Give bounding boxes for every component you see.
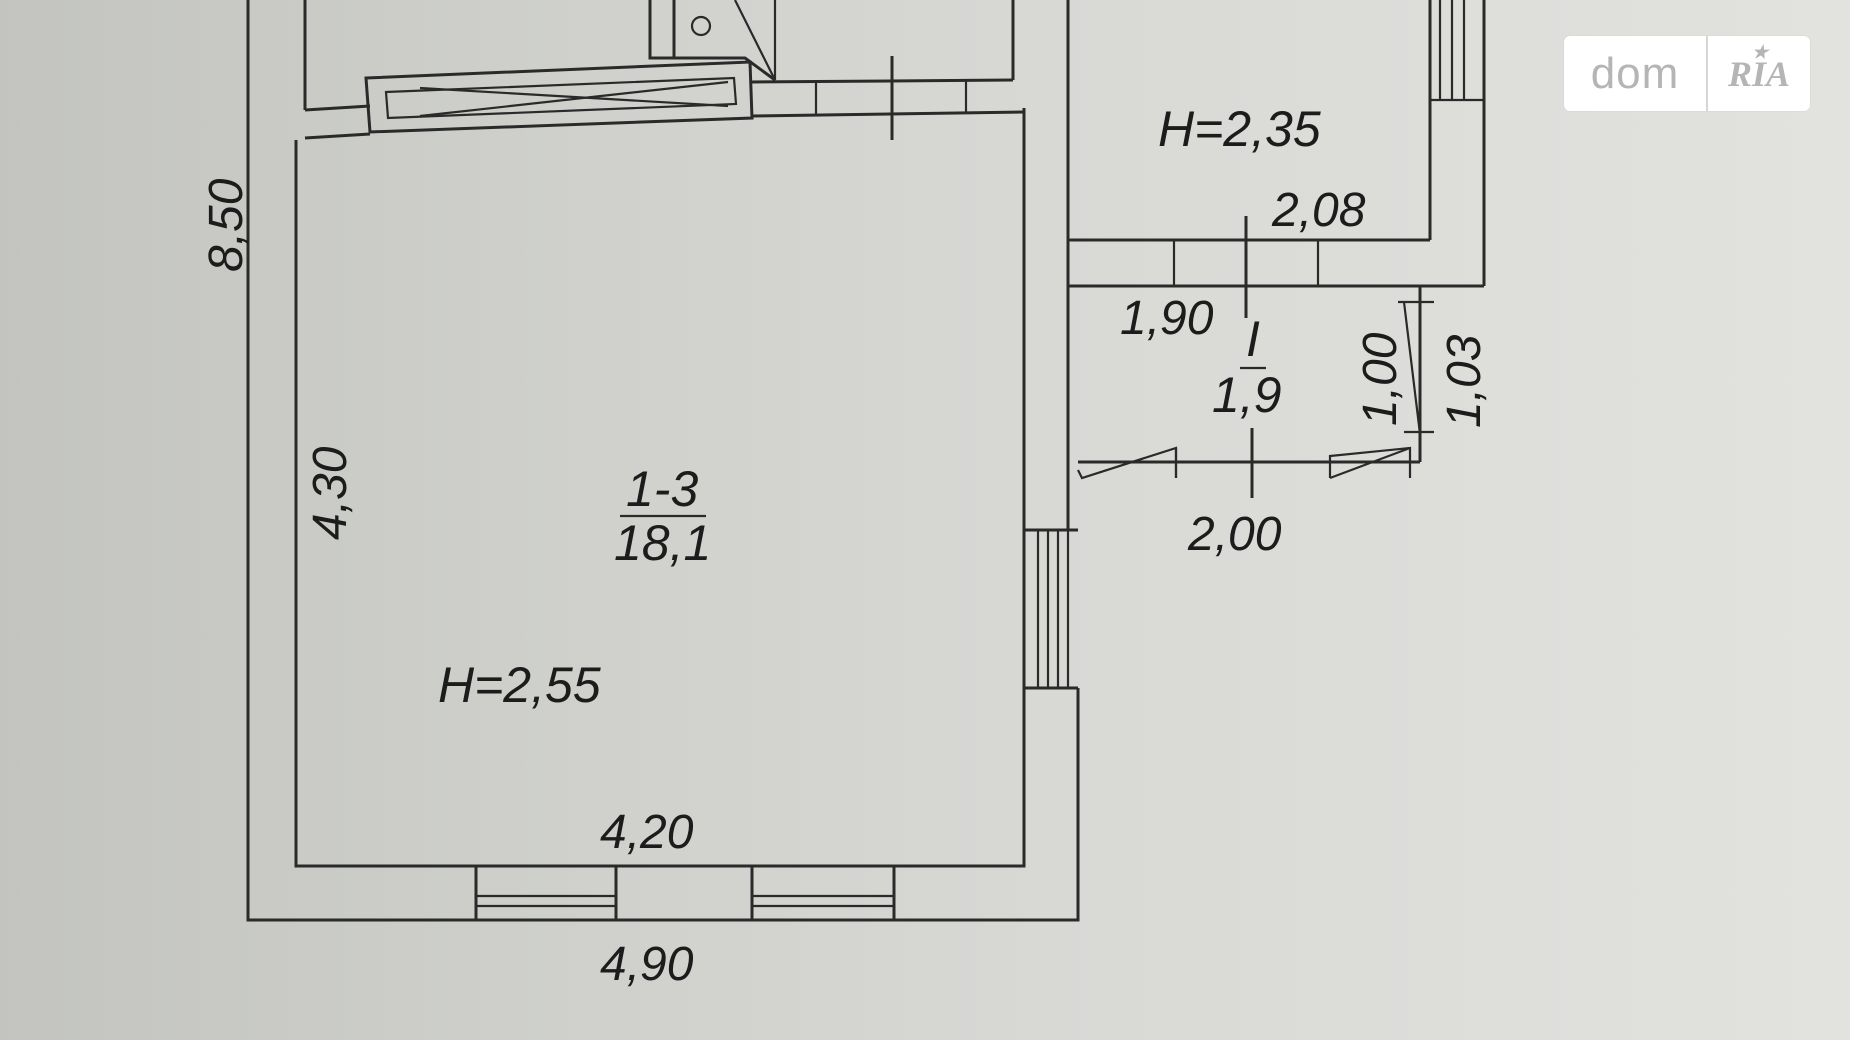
hall-area: 1,9 — [1212, 367, 1282, 423]
watermark-dom-text: dom — [1590, 48, 1680, 98]
upper-room-ceiling-height: H=2,35 — [1158, 101, 1321, 157]
dim-room-width-inner: 4,20 — [600, 806, 694, 859]
dim-door-inner: 1,00 — [1354, 332, 1407, 426]
bottom-windows — [474, 864, 896, 922]
dim-outer-height: 8,50 — [200, 178, 253, 272]
hall-walls — [1066, 286, 1434, 530]
upper-right-room-walls — [1068, 0, 1486, 318]
dim-hall-width-bottom: 2,00 — [1187, 508, 1282, 561]
dim-upper-room-width: 2,08 — [1271, 184, 1366, 237]
stove-partition — [304, 0, 1025, 140]
hall-id: I — [1246, 311, 1260, 367]
watermark-ria-text: ★ RIA — [1708, 36, 1810, 111]
main-room-ceiling-height: H=2,55 — [438, 657, 601, 713]
dim-room-height-side: 4,30 — [304, 446, 357, 540]
main-room-walls — [246, 0, 1080, 922]
star-icon: ★ — [1752, 42, 1769, 62]
dim-door-outer: 1,03 — [1438, 334, 1491, 428]
dim-hall-width-top: 1,90 — [1120, 292, 1214, 345]
domria-watermark: dom ★ RIA — [1564, 36, 1810, 111]
dim-outer-width: 4,90 — [600, 938, 694, 991]
main-room-area: 18,1 — [614, 515, 711, 571]
watermark-ria-label: RIA — [1727, 53, 1791, 94]
main-room-id: 1-3 — [626, 461, 698, 517]
watermark-divider — [1706, 36, 1708, 111]
